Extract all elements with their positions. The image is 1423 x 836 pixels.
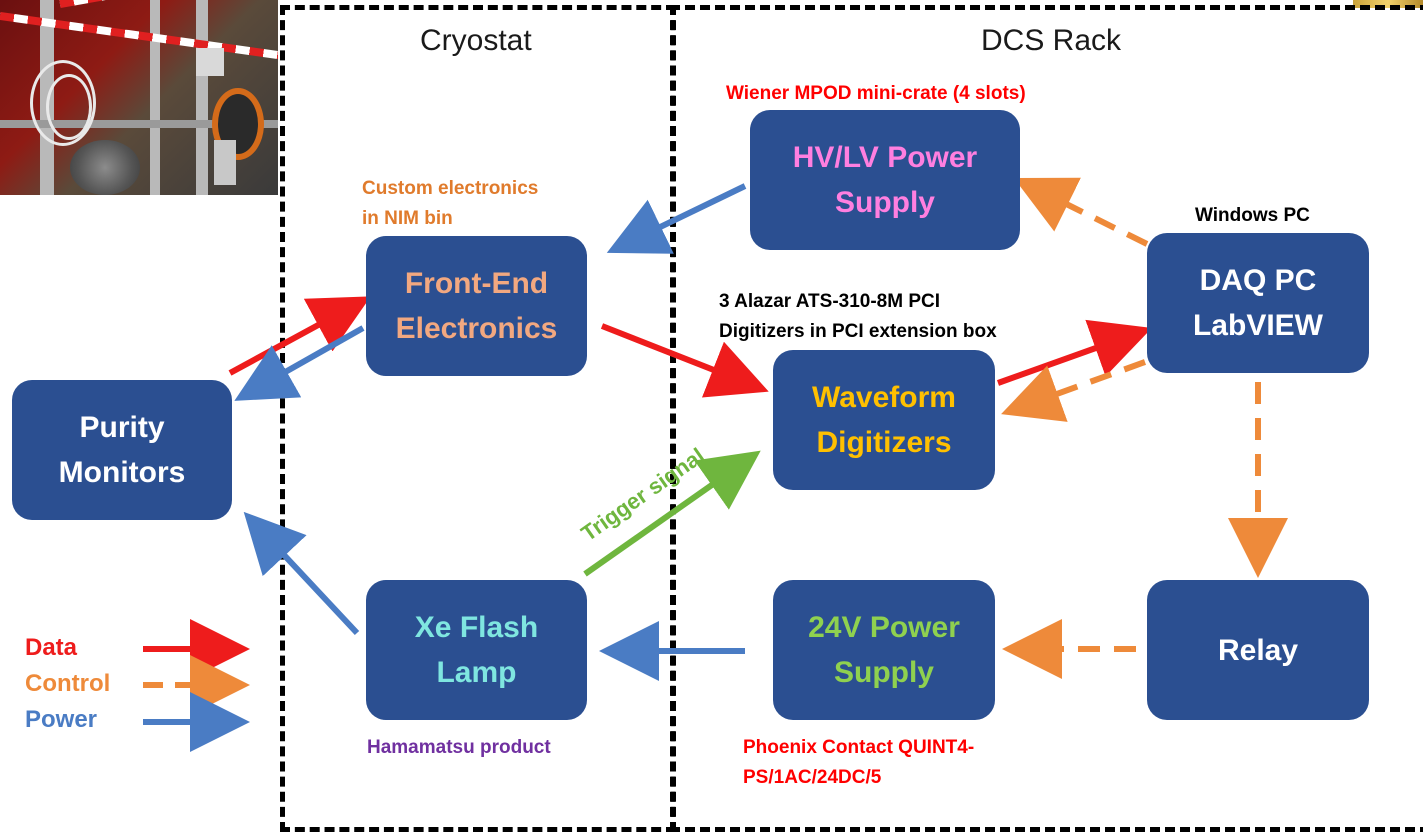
hamamatsu-note: Hamamatsu product [367,737,551,758]
purity-monitors-block: Purity Monitors [12,380,232,520]
decorative-strip [1353,0,1423,8]
legend-control-label: Control [25,670,111,697]
xe-flash-lamp-block: Xe Flash Lamp [366,580,587,720]
dcs-rack-region [670,5,1423,832]
data-arrow-digitizers-to-daq [996,319,1152,386]
data-arrow-purity-to-frontend [228,296,371,376]
power-arrow-xelamp-to-purity [243,511,360,636]
alazar-note: 3 Alazar ATS-310-8M PCI Digitizers in PC… [719,291,997,342]
custom-electronics-note: Custom electronics in NIM bin [362,178,539,229]
daq-pc-block: DAQ PC LabVIEW [1147,233,1369,373]
waveform-digitizers-block: Waveform Digitizers [773,350,995,490]
control-arrow-daq-to-digitizers [1001,359,1147,422]
relay-block: Relay [1147,580,1369,720]
phoenix-note: Phoenix Contact QUINT4- PS/1AC/24DC/5 [743,737,975,788]
front-end-electronics-block: Front-End Electronics [366,236,587,376]
hvlv-power-supply-block: HV/LV Power Supply [750,110,1020,250]
cryostat-photo [0,0,278,195]
data-arrow-frontend-to-digitizers [600,323,769,398]
24v-power-supply-block: 24V Power Supply [773,580,995,720]
power-arrow-frontend-to-purity [234,325,365,401]
trigger-arrow-xelamp-to-digitizers [583,450,761,577]
cryostat-title: Cryostat [420,24,532,57]
control-arrow-daq-to-hvlv [1013,177,1149,247]
legend-power-label: Power [25,706,98,733]
power-arrow-hvlv-to-frontend [606,183,747,254]
wiener-note: Wiener MPOD mini-crate (4 slots) [726,83,1026,104]
dcs-rack-title: DCS Rack [981,24,1122,57]
windows-pc-note: Windows PC [1195,205,1310,226]
legend-data-label: Data [25,634,78,661]
